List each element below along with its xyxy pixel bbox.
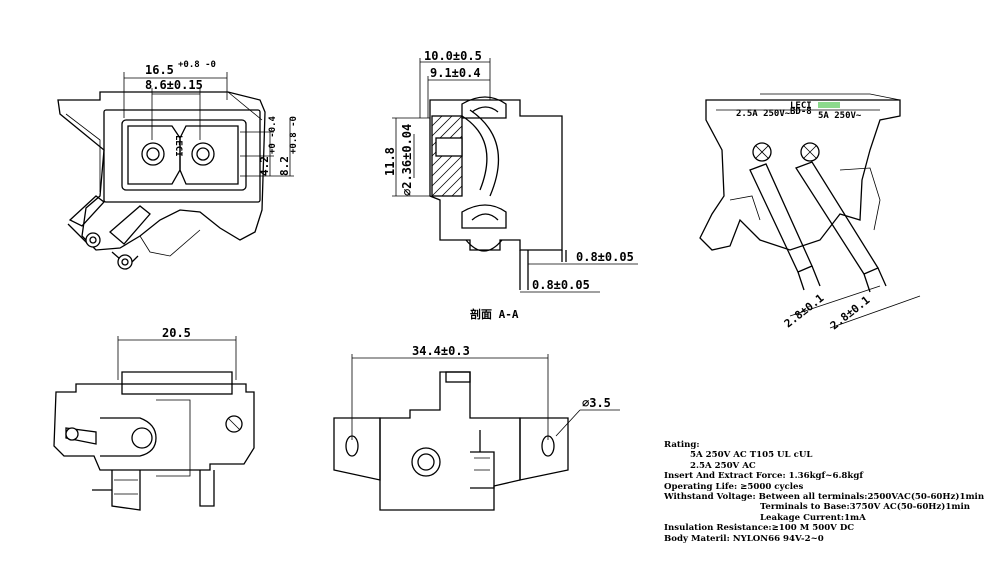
dim-mount-span: 34.4±0.3 bbox=[412, 344, 470, 358]
dim-section-inner: 9.1±0.4 bbox=[430, 66, 481, 80]
spec-withstand-3: Leakage Current:1mA bbox=[760, 512, 866, 523]
back-text-3: BD-8 bbox=[790, 107, 812, 117]
dim-pin-spacing: 8.6±0.15 bbox=[145, 78, 203, 92]
section-view: 10.0±0.5 9.1±0.4 11.8 ∅2.36±0.04 bbox=[383, 49, 638, 321]
marking-leci: LECI bbox=[173, 135, 183, 157]
spec-rating-1: 5A 250V AC T105 UL cUL bbox=[690, 450, 813, 461]
spec-withstand-1: Withstand Voltage: Between all terminals… bbox=[664, 492, 985, 503]
dim-slot-b: 8.2 bbox=[278, 156, 291, 176]
spec-force: Insert And Extract Force: 1.36kgf~6.8kgf bbox=[664, 471, 864, 482]
spec-material: Body Materil: NYLON66 94V-2~0 bbox=[664, 533, 824, 544]
dim-lead-2: 0.8±0.05 bbox=[532, 278, 590, 292]
spec-withstand-2: Terminals to Base:3750V AC(50-60Hz)1min bbox=[760, 502, 970, 513]
dim-slot-a-tol: +0 -0.4 bbox=[268, 115, 278, 154]
side-view: 20.5 bbox=[53, 326, 255, 511]
dim-section-depth: 10.0±0.5 bbox=[424, 49, 482, 63]
dim-front-width: 16.5 bbox=[145, 63, 174, 77]
dim-lead-1: 0.8±0.05 bbox=[576, 250, 634, 264]
dim-bottom-width: 20.5 bbox=[162, 326, 191, 340]
back-text-2: LECI bbox=[790, 101, 812, 111]
section-label: 剖面 A-A bbox=[470, 307, 519, 321]
back-view: 2.5A 250V~ LECI BD-8 5A 250V~ 2.8±0.1 2.… bbox=[699, 93, 921, 332]
dim-back-lead-2: 2.8±0.1 bbox=[828, 293, 873, 332]
back-text-1: 2.5A 250V~ bbox=[736, 109, 791, 119]
dim-front-width-tol: +0.8 -0 bbox=[178, 60, 216, 70]
dim-slot-a: 4.2 bbox=[258, 156, 271, 176]
spec-table: Rating: 5A 250V AC T105 UL cUL 2.5A 250V… bbox=[664, 440, 984, 544]
back-text-4: 5A 250V~ bbox=[818, 111, 862, 121]
front-view: 16.5 +0.8 -0 8.6±0.15 LECI 4.2 +0 -0.4 8… bbox=[57, 60, 299, 270]
spec-insulation: Insulation Resistance:≥100 M 500V DC bbox=[664, 523, 855, 534]
dim-hole-diameter: ∅3.5 bbox=[582, 396, 611, 410]
bottom-view: 34.4±0.3 ∅3.5 bbox=[333, 344, 620, 511]
dim-back-lead-1: 2.8±0.1 bbox=[782, 291, 827, 330]
green-mark bbox=[818, 102, 840, 108]
dim-section-height: 11.8 bbox=[383, 147, 397, 176]
spec-title: Rating: bbox=[664, 440, 700, 450]
dim-slot-b-tol: +0.8 -0 bbox=[289, 116, 299, 154]
dim-pin-diameter: ∅2.36±0.04 bbox=[400, 124, 414, 196]
spec-rating-2: 2.5A 250V AC bbox=[690, 460, 756, 471]
spec-life: Operating Life: ≥5000 cycles bbox=[664, 481, 804, 492]
